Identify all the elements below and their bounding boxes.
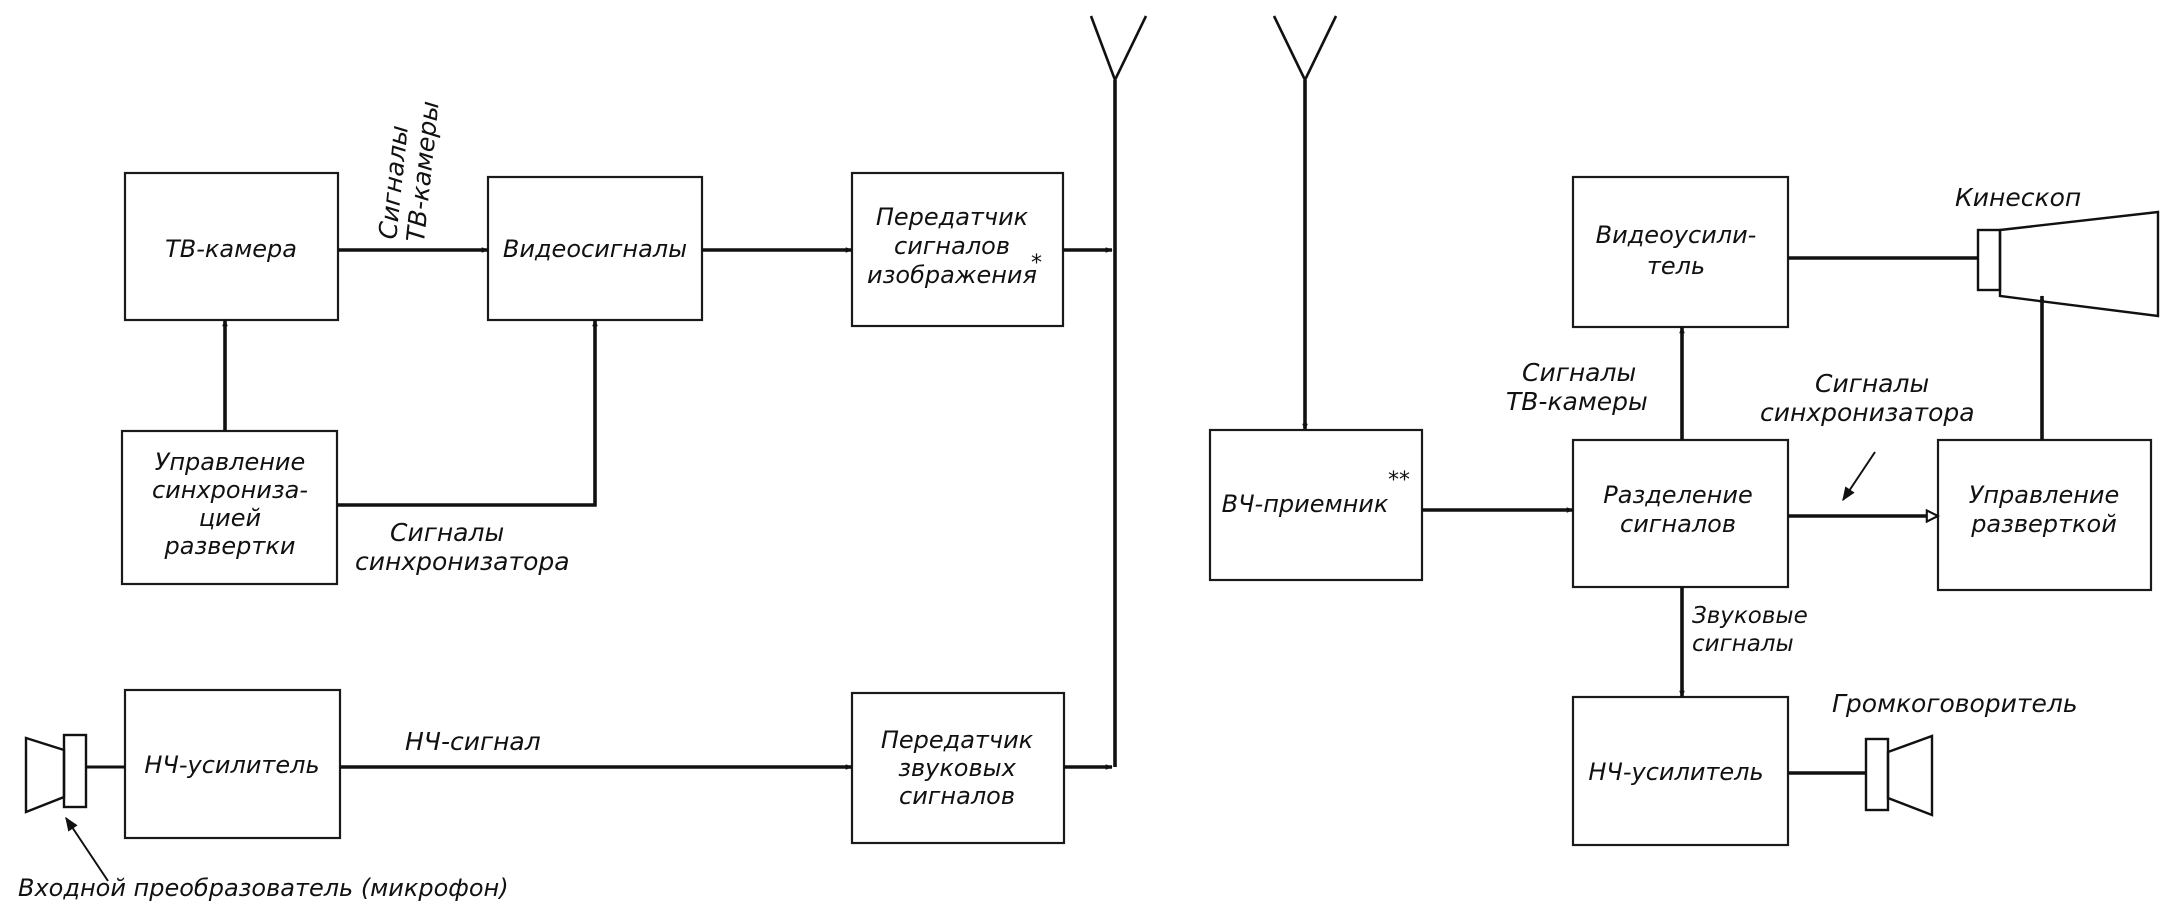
rx-lf-amplifier-label: НЧ-усилитель bbox=[1588, 758, 1763, 786]
tx-camera-signals-line-2: ТВ-камеры bbox=[401, 100, 445, 244]
sound-transmitter-block: Передатчик звуковых сигналов bbox=[850, 691, 1066, 845]
rx-sync-signals-line-2: синхронизатора bbox=[1760, 398, 1975, 427]
picture-transmitter-line-1: Передатчик bbox=[876, 203, 1029, 231]
rx-lf-amplifier-block: НЧ-усилитель bbox=[1571, 695, 1790, 847]
hf-receiver-footnote-mark: ** bbox=[1388, 468, 1410, 493]
sync-signals-pointer-arrow bbox=[1842, 451, 1876, 502]
input-transducer-label: Входной преобразователь (микрофон) bbox=[18, 874, 509, 902]
video-signals-label: Видеосигналы bbox=[503, 235, 687, 263]
signal-separation-block: Разделение сигналов bbox=[1571, 438, 1790, 589]
video-amplifier-line-1: Видеоусили- bbox=[1596, 221, 1757, 249]
scan-control-line-2: разверткой bbox=[1970, 510, 2117, 538]
tx-sync-signals-line-1: Сигналы bbox=[390, 518, 504, 547]
sync-scan-control-line-4: развертки bbox=[164, 532, 296, 560]
loudspeaker-icon bbox=[1864, 734, 1934, 817]
video-amplifier-block: Видеоусили- тель bbox=[1571, 175, 1790, 329]
video-signals-block: Видеосигналы bbox=[486, 175, 704, 322]
tx-sync-signals-label: Сигналы синхронизатора bbox=[355, 518, 570, 576]
tv-camera-block: ТВ-камера bbox=[123, 171, 340, 322]
picture-transmitter-block: Передатчик сигналов изображения * bbox=[850, 171, 1065, 328]
sync-to-video-arrow bbox=[337, 319, 598, 507]
hf-receiver-label: ВЧ-приемник bbox=[1222, 490, 1389, 518]
hf-receiver-block: ВЧ-приемник ** bbox=[1208, 428, 1424, 582]
microphone-icon bbox=[24, 733, 125, 814]
rx-sync-signals-line-1: Сигналы bbox=[1815, 369, 1929, 398]
picture-transmitter-line-2: сигналов bbox=[894, 232, 1010, 260]
sound-transmitter-line-2: звуковых bbox=[898, 754, 1016, 782]
tv-camera-label: ТВ-камера bbox=[165, 235, 297, 263]
loudspeaker-label: Громкоговоритель bbox=[1832, 689, 2078, 718]
video-amplifier-line-2: тель bbox=[1647, 252, 1705, 280]
tx-sync-signals-line-2: синхронизатора bbox=[355, 547, 570, 576]
rx-camera-signals-line-1: Сигналы bbox=[1522, 358, 1636, 387]
sync-scan-control-line-2: синхрониза- bbox=[152, 476, 308, 504]
tx-connections bbox=[222, 80, 1117, 770]
signal-separation-line-1: Разделение bbox=[1603, 481, 1752, 509]
microphone-pointer-arrow bbox=[65, 816, 109, 882]
signal-separation-line-2: сигналов bbox=[1620, 510, 1736, 538]
rx-antenna-icon bbox=[1272, 15, 1338, 83]
kinescope-label: Кинескоп bbox=[1955, 183, 2081, 212]
scan-control-block: Управление разверткой bbox=[1936, 438, 2153, 592]
rx-sound-signals-line-1: Звуковые bbox=[1692, 603, 1808, 629]
rx-camera-signals-label: Сигналы ТВ-камеры bbox=[1506, 358, 1648, 416]
rx-sound-signals-line-2: сигналы bbox=[1692, 631, 1794, 657]
tx-lf-amplifier-label: НЧ-усилитель bbox=[144, 751, 319, 779]
picture-transmitter-footnote-mark: * bbox=[1031, 251, 1042, 276]
rx-camera-signals-line-2: ТВ-камеры bbox=[1506, 387, 1648, 416]
tx-antenna-icon bbox=[1089, 15, 1148, 84]
rx-sound-signals-label: Звуковые сигналы bbox=[1692, 603, 1808, 657]
sound-transmitter-line-1: Передатчик bbox=[881, 726, 1034, 754]
lf-signal-label: НЧ-сигнал bbox=[405, 727, 541, 756]
picture-transmitter-line-3: изображения bbox=[867, 261, 1037, 289]
sync-scan-control-block: Управление синхрониза- цией развертки bbox=[120, 429, 339, 586]
rx-sync-signals-label: Сигналы синхронизатора bbox=[1760, 369, 1975, 427]
sync-scan-control-line-1: Управление bbox=[155, 448, 306, 476]
sync-scan-control-line-3: цией bbox=[199, 504, 261, 532]
kinescope-icon bbox=[1976, 210, 2160, 318]
tx-lf-amplifier-block: НЧ-усилитель bbox=[123, 688, 342, 840]
tx-camera-signals-label: Сигналы ТВ-камеры bbox=[373, 100, 445, 244]
rx-connections bbox=[1422, 256, 2045, 775]
sound-transmitter-line-3: сигналов bbox=[899, 782, 1015, 810]
scan-control-line-1: Управление bbox=[1969, 481, 2120, 509]
